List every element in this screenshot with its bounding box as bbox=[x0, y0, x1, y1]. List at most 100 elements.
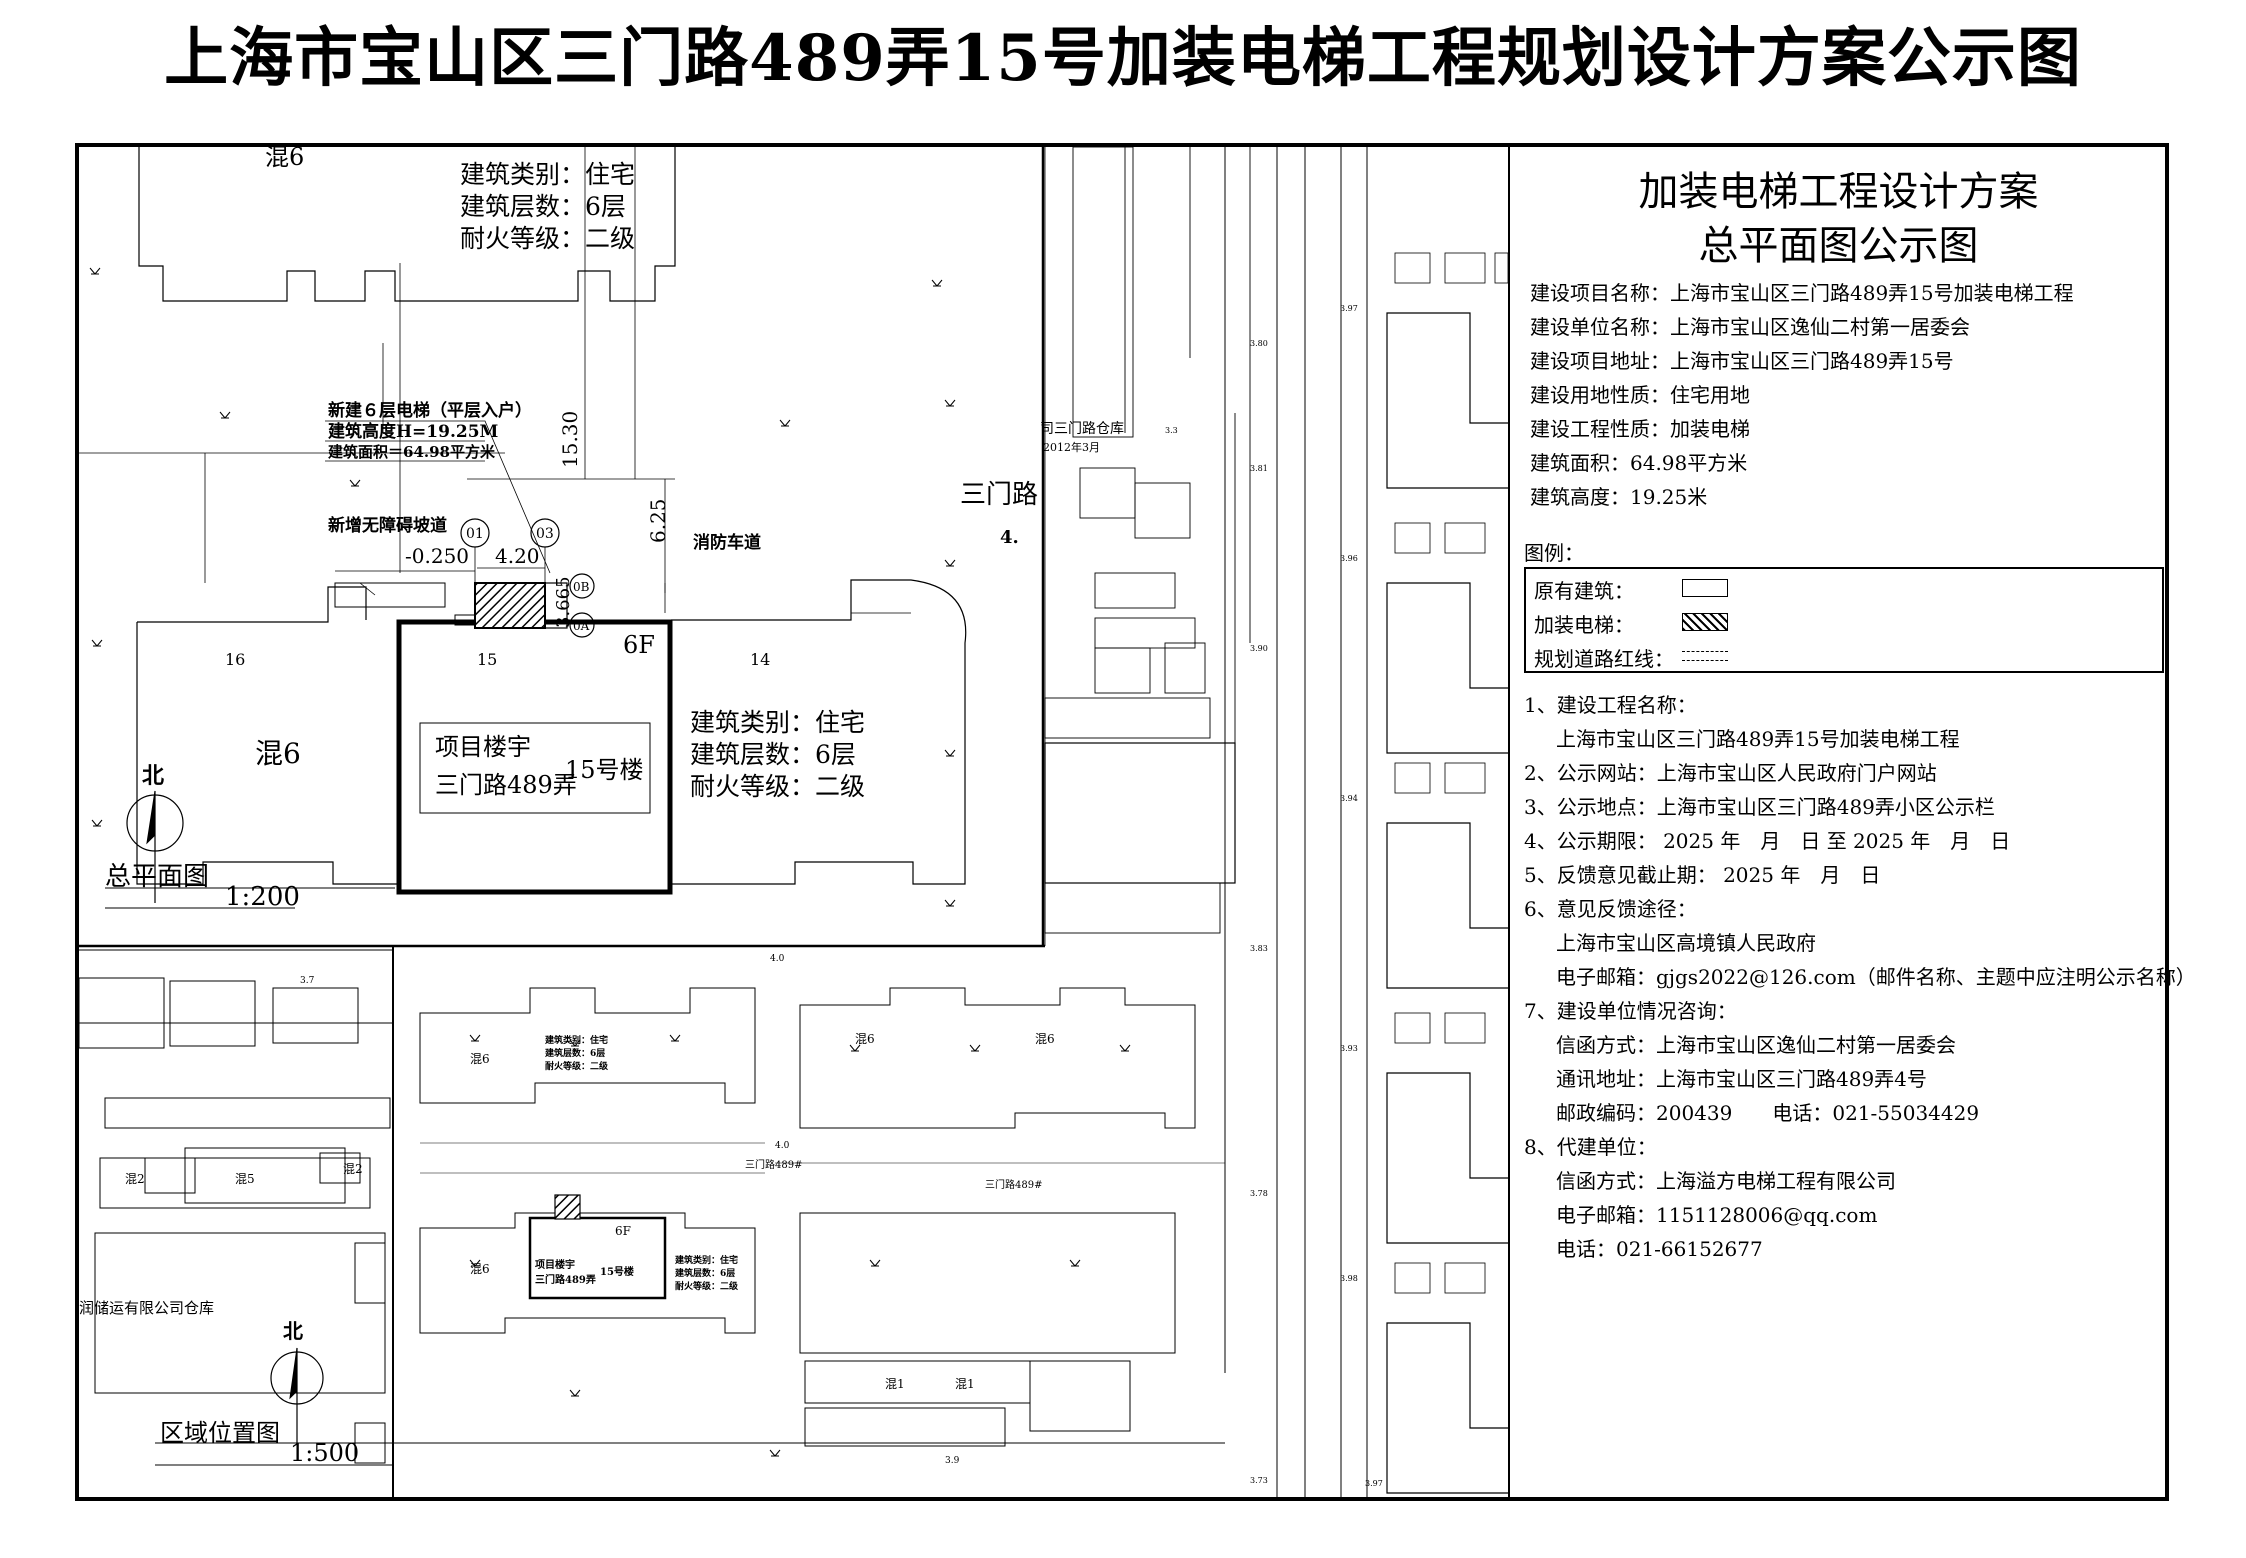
legend-label: 规划道路红线： bbox=[1534, 647, 1674, 671]
legend-title: 图例： bbox=[1524, 541, 1584, 565]
level-tag: 3.90 bbox=[1250, 644, 1268, 653]
label-num-15: 15 bbox=[477, 650, 497, 669]
label-elev-note1: 新建６层电梯（平层入户） bbox=[328, 400, 532, 421]
note-line: 信函方式：上海市宝山区逸仙二村第一居委会 bbox=[1556, 1033, 1956, 1057]
note-line: 上海市宝山区高境镇人民政府 bbox=[1556, 931, 1816, 955]
level-tag: 3.96 bbox=[1340, 554, 1358, 563]
site-plan-labels: 混6 建筑类别：住宅 建筑层数：6层 耐火等级：二级 新建６层电梯（平层入户） … bbox=[105, 143, 1124, 912]
label-top-bldg-floors: 建筑层数：6层 bbox=[460, 192, 626, 221]
label-project-no: 15号楼 bbox=[565, 756, 644, 784]
label-num-14: 14 bbox=[750, 650, 770, 669]
label-axis-03: 03 bbox=[536, 526, 554, 542]
level-tag: 3.3 bbox=[1165, 426, 1178, 435]
legend-label: 原有建筑： bbox=[1534, 579, 1634, 603]
loc-hun6-c: 混6 bbox=[1035, 1032, 1055, 1046]
label-elev-note2: 建筑高度H=19.25M bbox=[328, 421, 499, 442]
loc-fire-b: 耐火等级：二级 bbox=[545, 1060, 609, 1072]
legend: 原有建筑： 加装电梯： 规划道路红线： bbox=[1524, 567, 2164, 673]
site-plan-north: 北 bbox=[142, 763, 164, 789]
level-tag: 3.78 bbox=[1250, 1189, 1268, 1198]
label-dim-3665: 3.665 bbox=[553, 576, 574, 628]
label-dim-1530: 15.30 bbox=[558, 411, 582, 468]
loc-project-l2: 三门路489弄 bbox=[535, 1273, 596, 1286]
loc-level-37: 3.7 bbox=[300, 976, 315, 986]
note-line: 5、反馈意见截止期： 2025 年 月 日 bbox=[1524, 863, 1881, 887]
label-elev-note3: 建筑面积＝64.98平方米 bbox=[328, 443, 496, 461]
level-tag: 3.93 bbox=[1340, 1044, 1358, 1053]
level-tag: 3.81 bbox=[1250, 464, 1268, 473]
loc-type: 建筑类别：住宅 bbox=[675, 1254, 738, 1266]
label-road-mark: 4. bbox=[1000, 527, 1019, 548]
label-top-bldg-fire: 耐火等级：二级 bbox=[460, 224, 635, 253]
loc-level-39: 3.9 bbox=[945, 1456, 960, 1466]
label-axis-0a: 0A bbox=[573, 619, 590, 633]
loc-north: 北 bbox=[283, 1319, 303, 1343]
label-axis-01: 01 bbox=[466, 526, 484, 542]
loc-hun2-b: 混2 bbox=[343, 1162, 363, 1176]
loc-hun6-a: 混6 bbox=[470, 1052, 490, 1066]
level-tag: 3.73 bbox=[1250, 1476, 1268, 1485]
loc-hun2-a: 混2 bbox=[125, 1172, 145, 1186]
note-line: 3、公示地点：上海市宝山区三门路489弄小区公示栏 bbox=[1524, 795, 1995, 819]
note-line: 8、代建单位： bbox=[1524, 1135, 1657, 1159]
right-map bbox=[1044, 146, 1508, 1497]
label-project-l2: 三门路489弄 bbox=[435, 771, 577, 799]
loc-hun1-b: 混1 bbox=[955, 1377, 975, 1391]
level-tag: 3.83 bbox=[1250, 944, 1268, 953]
label-top-bldg-type: 建筑类别：住宅 bbox=[460, 160, 635, 189]
legend-elevator-symbol bbox=[1682, 613, 1728, 631]
label-num-16: 16 bbox=[225, 650, 245, 669]
note-line: 7、建设单位情况咨询： bbox=[1524, 999, 1737, 1023]
level-tag: 3.98 bbox=[1340, 1274, 1358, 1283]
loc-hun6-d: 混6 bbox=[470, 1262, 490, 1276]
location-map bbox=[75, 949, 1225, 1466]
label-left-bldg: 混6 bbox=[255, 737, 301, 770]
level-tag: 3.97 bbox=[1365, 1479, 1383, 1488]
site-plan bbox=[75, 147, 967, 909]
legend-existing-building-symbol bbox=[1682, 579, 1728, 597]
note-line: 电子邮箱：1151128006@qq.com bbox=[1556, 1203, 1878, 1227]
note-line: 邮政编码：200439 电话：021-55034429 bbox=[1556, 1101, 1980, 1125]
level-tag: 3.80 bbox=[1250, 339, 1268, 348]
label-axis-0b: 0B bbox=[573, 580, 590, 594]
label-right-bldg-floors: 建筑层数：6层 bbox=[690, 740, 856, 769]
label-right-bldg-type: 建筑类别：住宅 bbox=[690, 708, 865, 737]
label-ramp-note: 新增无障碍坡道 bbox=[328, 515, 447, 536]
page-title: 上海市宝山区三门路489弄15号加装电梯工程规划设计方案公示图 bbox=[164, 21, 2082, 96]
info-line: 建设项目名称：上海市宝山区三门路489弄15号加装电梯工程 bbox=[1530, 281, 2074, 305]
info-line: 建设单位名称：上海市宝山区逸仙二村第一居委会 bbox=[1530, 315, 1970, 339]
loc-hun6-b: 混6 bbox=[855, 1032, 875, 1046]
label-road: 三门路 bbox=[960, 480, 1038, 510]
loc-floors: 建筑层数：6层 bbox=[675, 1267, 735, 1279]
loc-hun1-a: 混1 bbox=[885, 1377, 905, 1391]
loc-road-b: 三门路489# bbox=[985, 1178, 1042, 1191]
label-fire-lane: 消防车道 bbox=[693, 532, 761, 553]
info-panel: 加装电梯工程设计方案 总平面图公示图 建设项目名称：上海市宝山区三门路489弄1… bbox=[1508, 147, 2196, 1497]
label-warehouse-date: 2012年3月 bbox=[1043, 440, 1100, 454]
level-tag: 3.94 bbox=[1340, 794, 1358, 803]
note-line: 电话：021-66152677 bbox=[1556, 1237, 1763, 1261]
label-dim-420: 4.20 bbox=[495, 544, 540, 568]
info-line: 建设工程性质：加装电梯 bbox=[1530, 417, 1750, 441]
panel-title: 加装电梯工程设计方案 bbox=[1638, 169, 2039, 215]
label-top-left-bldg: 混6 bbox=[265, 143, 304, 171]
loc-caption: 区域位置图 bbox=[160, 1419, 280, 1447]
level-tag: 3.97 bbox=[1340, 304, 1358, 313]
label-dim-625: 6.25 bbox=[646, 498, 670, 543]
legend-redline-symbol bbox=[1682, 651, 1728, 661]
drawing-frame bbox=[75, 143, 2169, 1501]
loc-road-a: 三门路489# bbox=[745, 1158, 802, 1171]
loc-scale: 1:500 bbox=[290, 1439, 359, 1467]
label-project-l1: 项目楼宇 bbox=[435, 733, 531, 761]
label-warehouse: 司三门路仓库 bbox=[1040, 421, 1124, 437]
note-line: 信函方式：上海溢方电梯工程有限公司 bbox=[1556, 1169, 1896, 1193]
info-line: 建筑面积：64.98平方米 bbox=[1530, 451, 1748, 475]
note-line: 2、公示网站：上海市宝山区人民政府门户网站 bbox=[1524, 761, 1937, 785]
label-right-bldg-fire: 耐火等级：二级 bbox=[690, 772, 865, 801]
info-line: 建筑高度：19.25米 bbox=[1530, 485, 1708, 509]
info-line: 建设项目地址：上海市宝山区三门路489弄15号 bbox=[1530, 349, 1954, 373]
loc-level-40b: 4.0 bbox=[775, 1141, 790, 1151]
project-label-box bbox=[419, 722, 651, 814]
location-map-labels: 混6 混6 混6 混6 混5 混2 混2 混1 混1 三门路489# 三门路48… bbox=[79, 954, 1055, 1467]
separator-lines bbox=[75, 143, 1046, 1497]
